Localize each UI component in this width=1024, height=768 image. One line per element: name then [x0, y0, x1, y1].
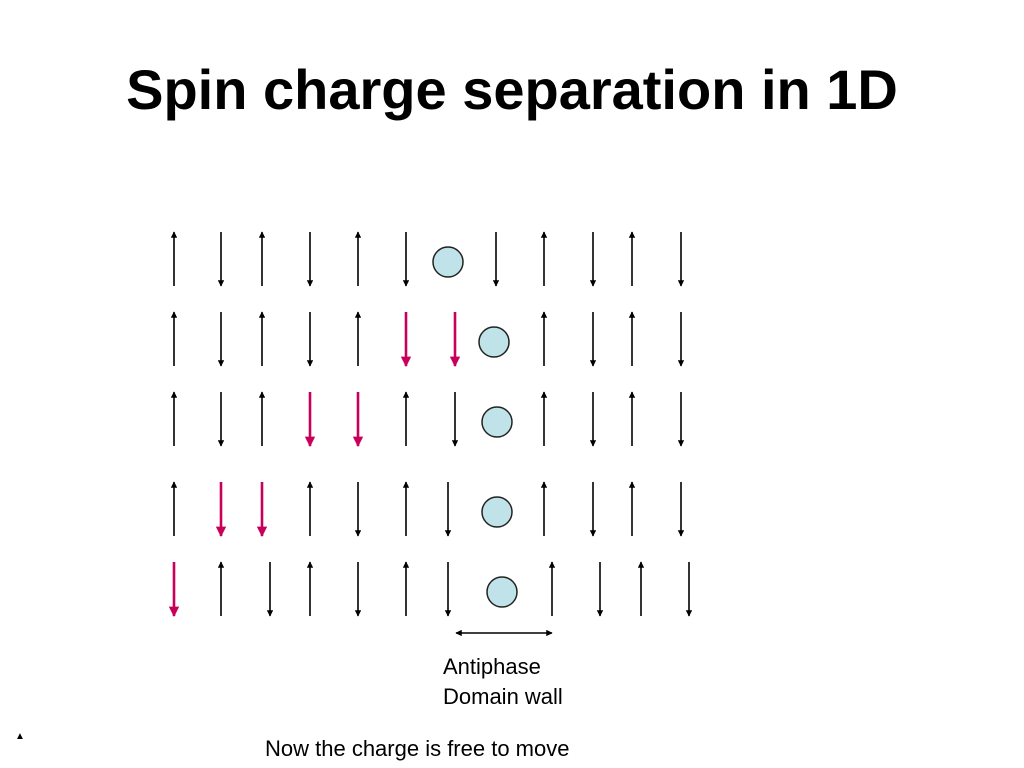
hole-charge-icon — [432, 246, 464, 278]
hole-charge-icon — [478, 326, 510, 358]
caption: Now the charge is free to move — [265, 736, 570, 761]
domain-wall-label-line1: Antiphase — [443, 654, 541, 679]
domain-wall-label: Antiphase Domain wall — [443, 652, 563, 712]
hole-charge-icon — [486, 576, 518, 608]
hole-charge-icon — [481, 496, 513, 528]
hole-charge-icon — [481, 406, 513, 438]
slide-title: Spin charge separation in 1D — [126, 58, 898, 121]
domain-wall-label-line2: Domain wall — [443, 684, 563, 709]
nav-triangle-icon[interactable]: ▲ — [15, 731, 25, 742]
